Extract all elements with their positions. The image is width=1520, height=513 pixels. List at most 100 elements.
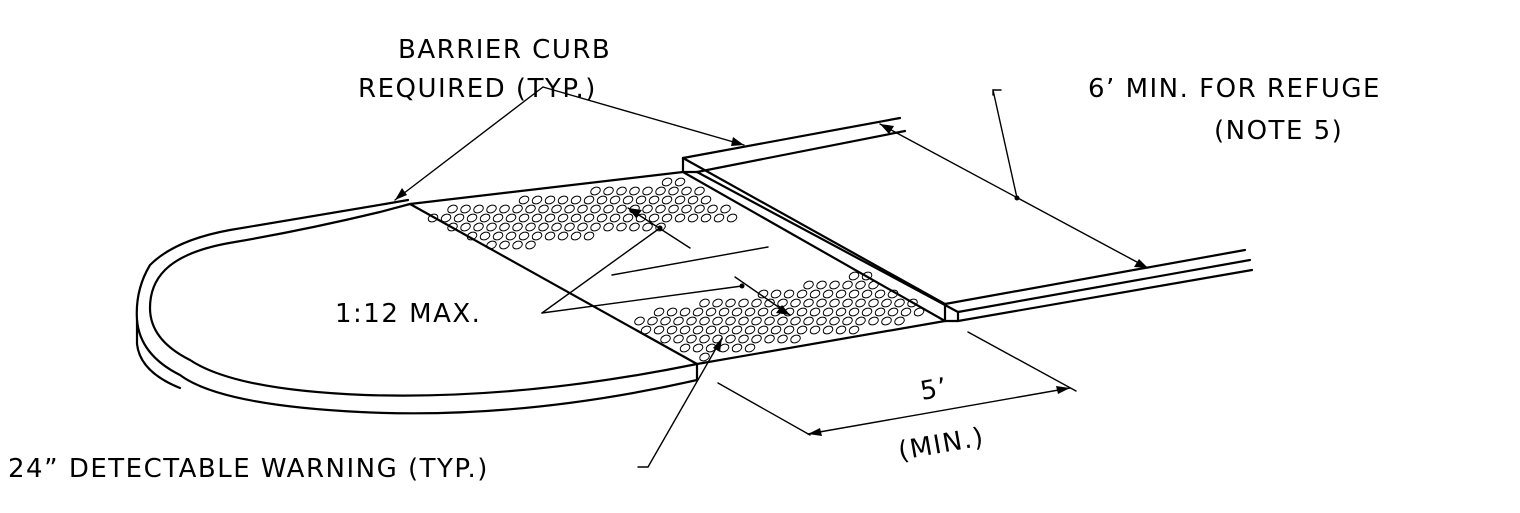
warning-dome — [666, 307, 678, 317]
warning-dome — [712, 298, 723, 308]
warning-dome — [673, 316, 684, 326]
warning-dome — [835, 325, 847, 335]
warning-dome — [486, 222, 497, 232]
warning-dome — [835, 289, 847, 299]
warning-dome — [642, 204, 653, 214]
warning-dome — [803, 280, 814, 290]
warning-dome — [913, 307, 925, 317]
warning-dome — [855, 280, 866, 290]
warning-dome — [679, 343, 691, 353]
warning-dome — [881, 316, 892, 326]
warning-dome — [686, 334, 697, 344]
warning-dome — [660, 334, 671, 344]
warning-dome — [855, 316, 866, 326]
warning-dome — [751, 334, 762, 344]
warning-dome — [570, 213, 582, 223]
warning-dome — [590, 222, 601, 232]
warning-dome — [674, 195, 686, 205]
warning-dome — [551, 222, 562, 232]
warning-dome — [674, 177, 686, 187]
warning-dome — [653, 307, 665, 317]
warning-dome — [874, 289, 886, 299]
warning-dome — [499, 240, 510, 250]
barrier-curb-label-line2: REQUIRED (TYP.) — [358, 74, 597, 104]
warning-dome — [616, 204, 627, 214]
warning-dome — [881, 298, 892, 308]
warning-dome — [713, 213, 725, 223]
warning-dome — [531, 231, 543, 241]
warning-dome — [868, 280, 879, 290]
warning-dome — [551, 204, 562, 214]
warning-dome — [783, 325, 795, 335]
width-dimension-note: (MIN.) — [896, 422, 987, 467]
warning-dome — [796, 307, 808, 317]
warning-dome — [666, 325, 678, 335]
warning-dome — [596, 213, 608, 223]
warning-dome — [842, 316, 853, 326]
warning-dome — [686, 316, 697, 326]
refuge-label-line1: 6’ MIN. FOR REFUGE — [1088, 74, 1381, 104]
warning-dome — [842, 280, 853, 290]
warning-dome — [647, 316, 658, 326]
warning-dome — [531, 213, 543, 223]
barrier-curb-label-line1: BARRIER CURB — [398, 35, 611, 65]
warning-dome — [648, 213, 660, 223]
warning-dome — [538, 222, 549, 232]
warning-dome — [816, 298, 827, 308]
warning-dome — [505, 213, 517, 223]
warning-dome — [751, 298, 762, 308]
warning-dome — [679, 307, 691, 317]
warning-dome — [447, 222, 458, 232]
warning-dome — [512, 222, 523, 232]
warning-dome — [603, 204, 614, 214]
warning-dome — [757, 307, 769, 317]
warning-dome — [512, 204, 523, 214]
warning-dome — [486, 204, 497, 214]
warning-dome — [694, 186, 705, 196]
warning-dome — [725, 334, 736, 344]
width-dimension-value: 5’ — [918, 373, 951, 407]
warning-dome — [809, 325, 821, 335]
warning-dome — [512, 240, 523, 250]
warning-dome — [525, 240, 536, 250]
warning-dome — [629, 186, 640, 196]
warning-dome — [848, 271, 860, 281]
warning-dome — [479, 213, 491, 223]
warning-dome — [499, 222, 510, 232]
warning-dome — [829, 298, 840, 308]
warning-dome — [790, 334, 801, 344]
warning-dome — [661, 213, 673, 223]
warning-dome — [822, 307, 834, 317]
warning-dome — [518, 195, 530, 205]
warning-dome — [725, 316, 736, 326]
warning-dome — [590, 186, 601, 196]
warning-dome — [557, 213, 569, 223]
warning-dome — [907, 298, 918, 308]
warning-dome — [583, 213, 595, 223]
warning-dome — [692, 307, 704, 317]
warning-dome — [764, 316, 775, 326]
warning-dome — [674, 213, 686, 223]
warning-dome — [848, 289, 860, 299]
warning-dome — [848, 325, 860, 335]
warning-dome — [887, 289, 899, 299]
warning-dome — [738, 316, 749, 326]
warning-dome — [757, 325, 769, 335]
warning-dome — [707, 204, 718, 214]
slope-label: 1:12 MAX. — [335, 299, 481, 329]
warning-dome — [725, 298, 736, 308]
warning-dome — [770, 289, 782, 299]
warning-dome — [466, 213, 478, 223]
warning-dome — [596, 195, 608, 205]
warning-dome — [835, 307, 847, 317]
warning-dome — [557, 231, 569, 241]
warning-dome — [460, 222, 471, 232]
cut-through-edges — [408, 170, 947, 366]
warning-dome — [634, 316, 645, 326]
warning-dome — [681, 186, 692, 196]
detectable-warning-lower — [634, 271, 925, 362]
warning-dome — [603, 186, 614, 196]
warning-dome — [655, 186, 666, 196]
warning-dome — [655, 204, 666, 214]
